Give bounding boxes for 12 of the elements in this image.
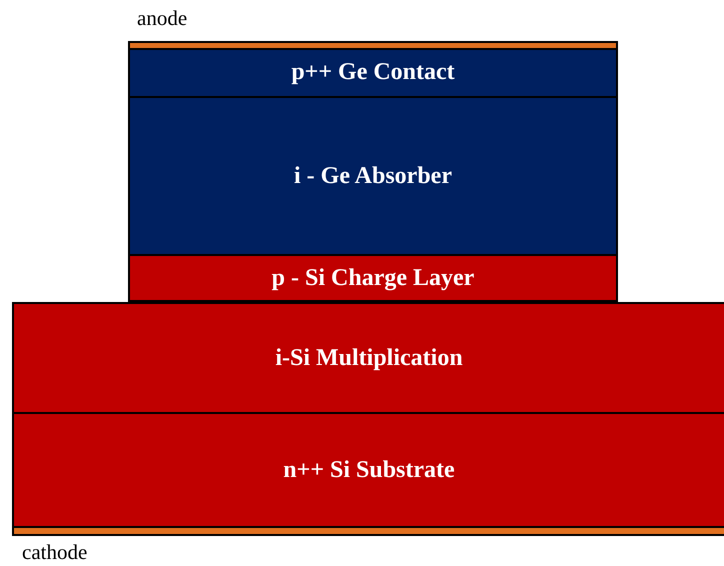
layer-block — [128, 254, 618, 302]
layer-label: p - Si Charge Layer — [272, 264, 474, 292]
layer-block — [12, 302, 724, 414]
layer-label: p++ Ge Contact — [291, 59, 455, 86]
layer-label: i - Ge Absorber — [294, 162, 452, 190]
layer-label: n++ Si Substrate — [283, 457, 455, 484]
layer-block — [128, 47, 618, 98]
layer-block — [128, 96, 618, 256]
layer-block — [12, 412, 724, 529]
electrode-label: cathode — [22, 540, 88, 565]
electrode-label: anode — [137, 6, 188, 31]
layer-label: i-Si Multiplication — [275, 344, 463, 372]
